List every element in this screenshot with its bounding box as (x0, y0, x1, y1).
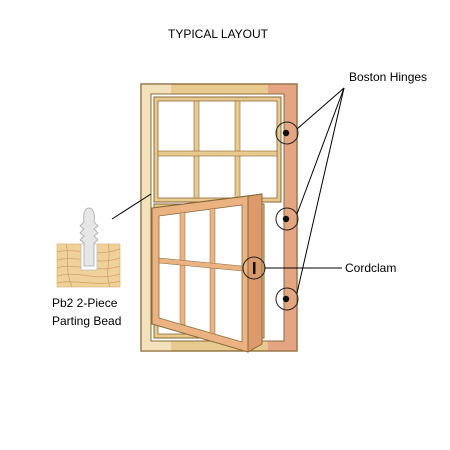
boston-hinges-label: Boston Hinges (349, 70, 427, 84)
hinge-bottom-circle (275, 287, 299, 311)
cordclam-icon (253, 262, 256, 274)
hinge-top-circle (275, 121, 299, 145)
hinge-top-icon (282, 129, 290, 137)
hinge-middle-icon (282, 215, 290, 223)
diagram-title: TYPICAL LAYOUT (168, 27, 269, 41)
parting-bead-label-line2: Parting Bead (52, 314, 121, 328)
cordclam-label: Cordclam (345, 261, 396, 275)
upper-sash (153, 96, 282, 203)
parting-bead-illustration (56, 207, 121, 288)
parting-bead-profile (79, 207, 99, 267)
leader-lines (111, 87, 345, 294)
parting-bead-label-line1: Pb2 2-Piece (52, 296, 118, 310)
open-sash (151, 193, 263, 353)
boston-hinges (275, 121, 299, 311)
hinge-middle-circle (275, 207, 299, 231)
hinge-bottom-icon (282, 295, 290, 303)
